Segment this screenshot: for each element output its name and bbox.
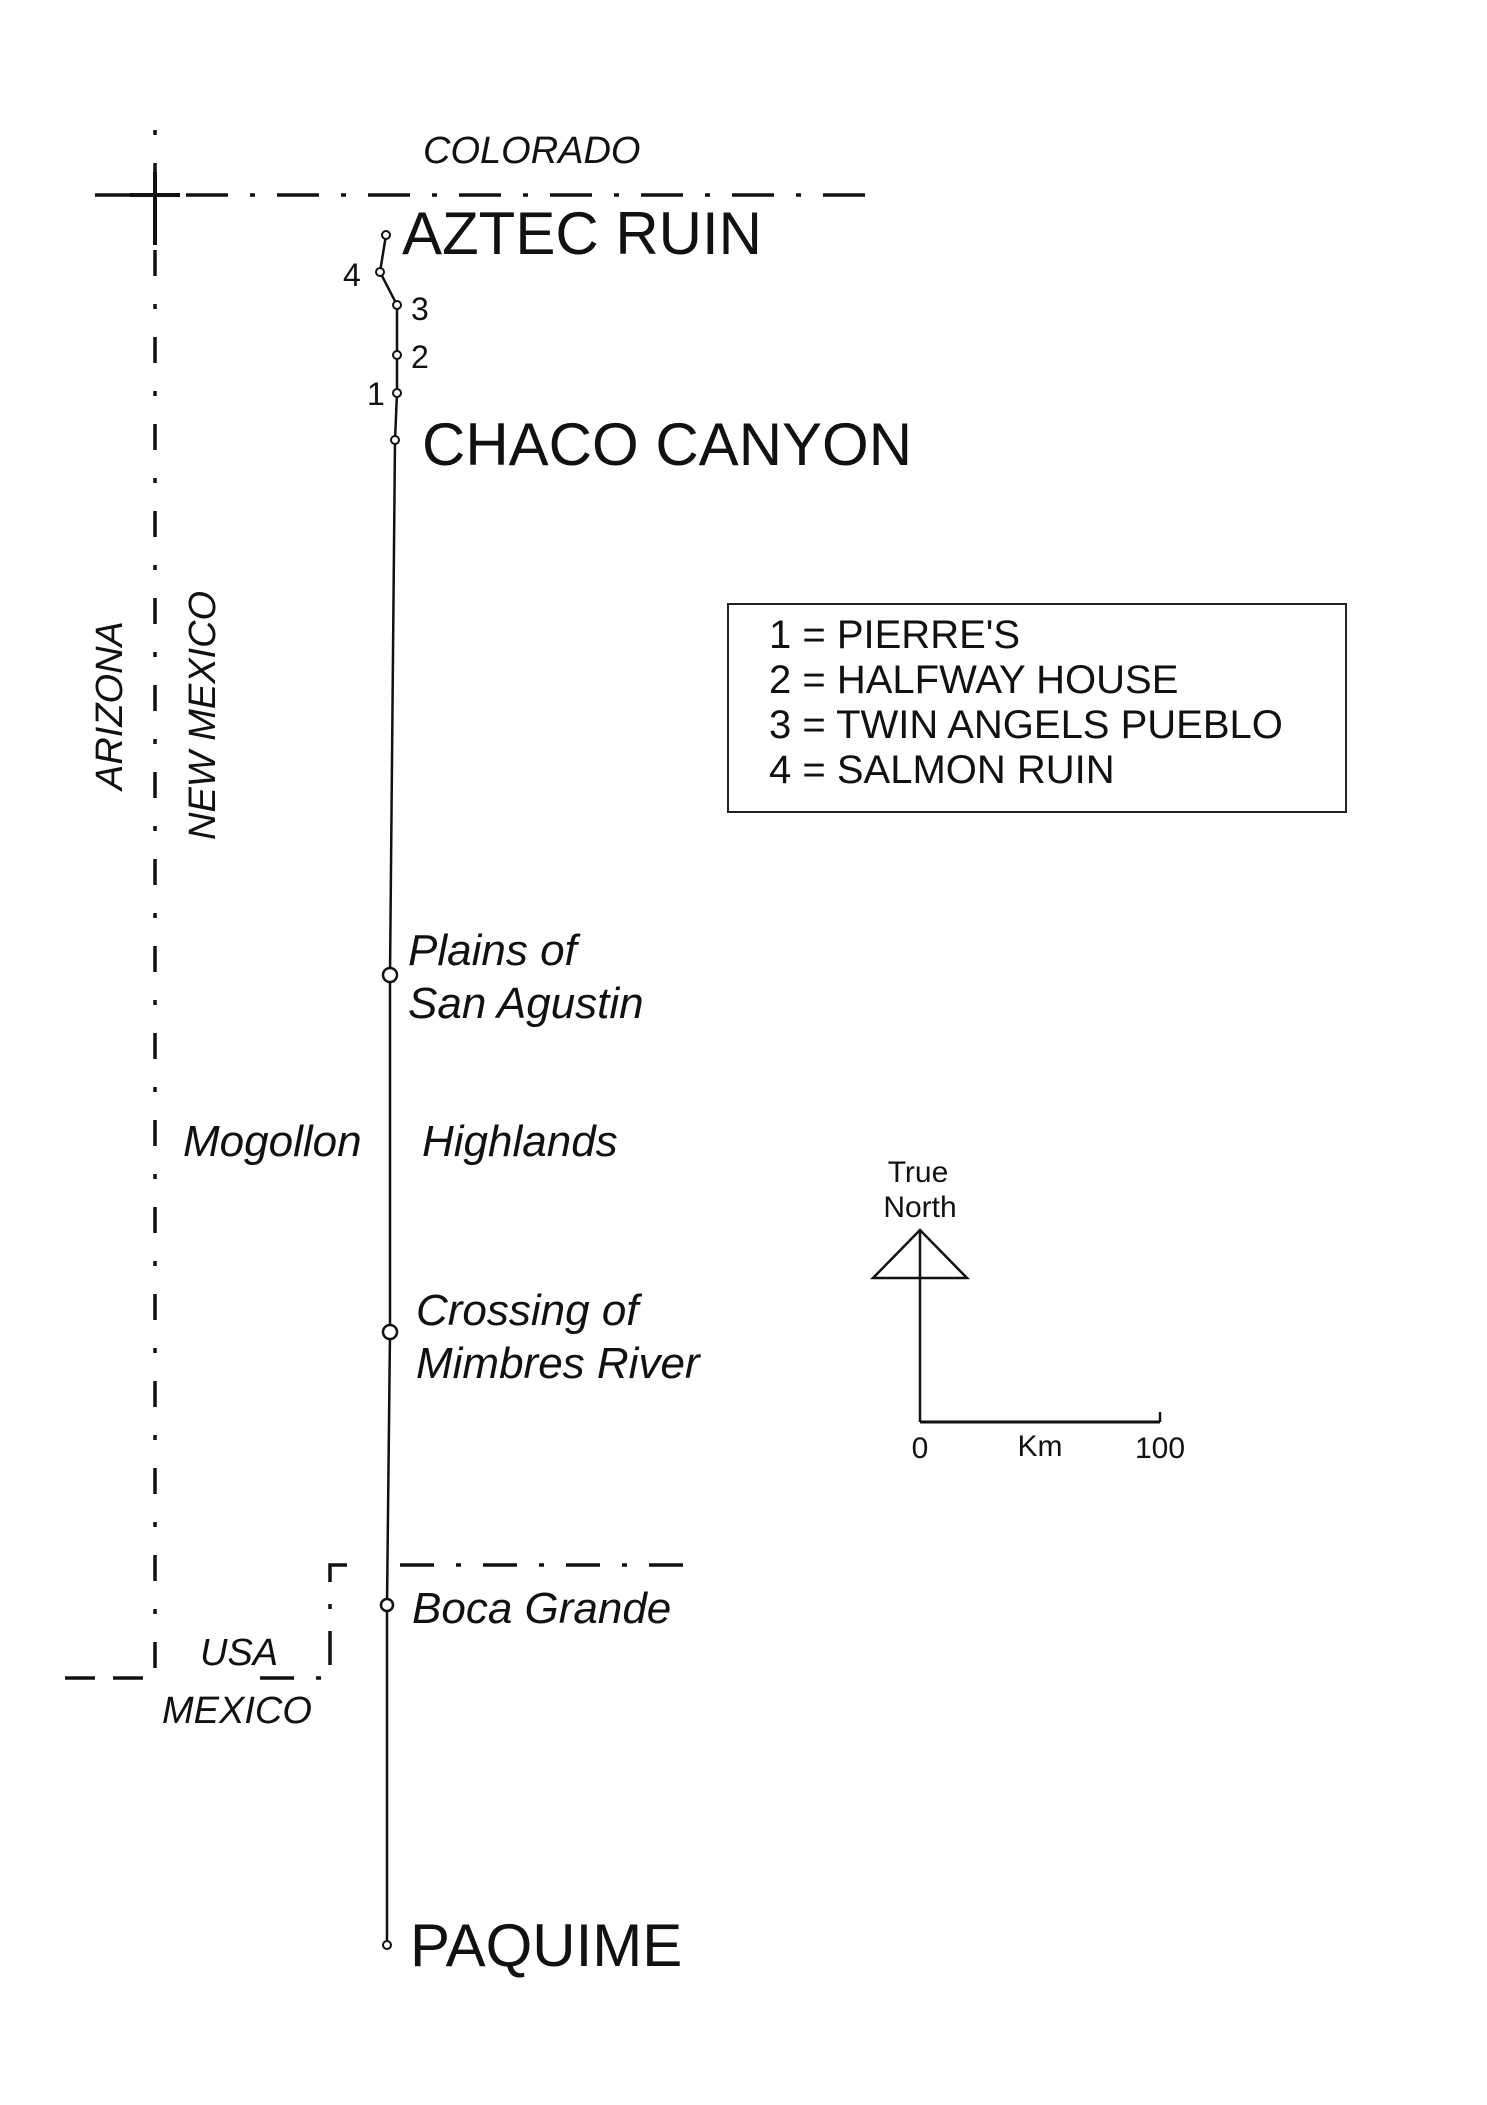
label-mimbres-2: Mimbres River xyxy=(416,1339,702,1388)
site-number-4: 4 xyxy=(343,257,361,293)
label-mogollon: Mogollon xyxy=(183,1117,362,1166)
label-plains-2: San Agustin xyxy=(408,979,644,1028)
legend-item: 3 = TWIN ANGELS PUEBLO xyxy=(769,703,1283,747)
site-number-3: 3 xyxy=(411,291,429,327)
stop-plains xyxy=(381,966,399,984)
stop-mimbres xyxy=(381,1323,399,1341)
label-boca-grande: Boca Grande xyxy=(412,1584,671,1633)
site-number-1: 1 xyxy=(367,376,385,412)
label-mimbres-1: Crossing of xyxy=(416,1286,643,1335)
label-colorado: COLORADO xyxy=(423,130,640,172)
north-label-north: North xyxy=(883,1191,956,1224)
stop-2 xyxy=(392,350,402,360)
stop-aztec xyxy=(381,230,391,240)
stop-paquime xyxy=(382,1940,392,1950)
label-new-mexico: NEW MEXICO xyxy=(182,591,224,840)
label-mexico: MEXICO xyxy=(162,1690,312,1732)
stop-4 xyxy=(375,267,385,277)
mexico-border-line-boot xyxy=(260,1563,360,1680)
legend-item: 4 = SALMON RUIN xyxy=(769,748,1115,792)
site-number-2: 2 xyxy=(411,339,429,375)
site-legend: 1 = PIERRE'S 2 = HALFWAY HOUSE 3 = TWIN … xyxy=(727,603,1347,813)
label-aztec-ruin: AZTEC RUIN xyxy=(402,200,762,267)
label-chaco-canyon: CHACO CANYON xyxy=(422,411,912,478)
stop-3 xyxy=(392,300,402,310)
label-plains-1: Plains of xyxy=(408,926,582,975)
label-usa: USA xyxy=(200,1632,278,1674)
scale-label-start: 0 xyxy=(912,1432,929,1465)
legend-item: 2 = HALFWAY HOUSE xyxy=(769,658,1179,702)
north-label-true: True xyxy=(888,1156,949,1189)
label-highlands: Highlands xyxy=(422,1117,618,1166)
scale-label-end: 100 xyxy=(1135,1432,1185,1465)
stop-boca xyxy=(379,1597,395,1613)
route-line xyxy=(378,234,399,1945)
label-paquime: PAQUIME xyxy=(410,1912,682,1979)
legend-item: 1 = PIERRE'S xyxy=(769,613,1021,657)
label-arizona: ARIZONA xyxy=(89,621,131,792)
scale-label-unit: Km xyxy=(1018,1430,1063,1463)
stop-chaco xyxy=(390,435,400,445)
stop-1 xyxy=(392,388,402,398)
